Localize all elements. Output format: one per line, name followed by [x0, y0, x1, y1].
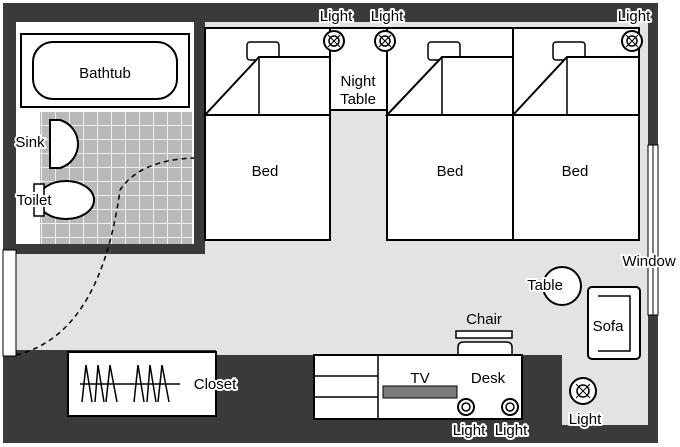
- sofa: Sofa: [587, 286, 641, 360]
- light-label: Light: [371, 8, 404, 25]
- night-table-label-line-2: Table: [340, 91, 376, 108]
- sink: [49, 119, 79, 169]
- bathroom-bottom-wall: [16, 244, 205, 254]
- light-icon: [569, 377, 597, 405]
- bathroom-door-swing: [15, 157, 195, 356]
- hangers-icon: [81, 364, 170, 403]
- tv-desk-unit: TV Desk: [313, 354, 523, 420]
- sink-label: Sink: [15, 134, 45, 151]
- bed-3-label: Bed: [562, 163, 589, 180]
- light-icon: [323, 30, 345, 52]
- round-table: [542, 266, 582, 306]
- light-label: Light: [569, 411, 602, 428]
- bed-2-label: Bed: [437, 163, 464, 180]
- light-label: Light: [453, 422, 486, 439]
- bed-2: Bed: [384, 27, 514, 241]
- chair: [455, 330, 513, 339]
- window-label: Window: [622, 253, 676, 270]
- light-label: Light: [320, 8, 353, 25]
- desk-label: Desk: [471, 370, 506, 387]
- toilet-label: Toilet: [16, 192, 52, 209]
- light-icon: [374, 30, 396, 52]
- bathroom-wall: [194, 22, 205, 254]
- tv: [382, 385, 458, 399]
- chair-label: Chair: [466, 311, 502, 328]
- tv-label: TV: [410, 370, 429, 387]
- light-icon: [621, 30, 643, 52]
- light-icon: [457, 398, 475, 416]
- night-table-label-line-1: Night: [340, 73, 376, 90]
- light-label: Light: [495, 422, 528, 439]
- closet: Closet: [67, 351, 239, 417]
- closet-label: Closet: [194, 376, 237, 393]
- bathtub-label: Bathtub: [79, 65, 131, 82]
- table-label: Table: [527, 277, 563, 294]
- bed-1: Bed: [202, 27, 331, 241]
- entrance-opening: [2, 249, 17, 357]
- bed-1-label: Bed: [252, 163, 279, 180]
- light-label: Light: [618, 8, 651, 25]
- sofa-label: Sofa: [593, 318, 625, 335]
- light-icon: [501, 398, 519, 416]
- bed-3: Bed: [510, 27, 640, 241]
